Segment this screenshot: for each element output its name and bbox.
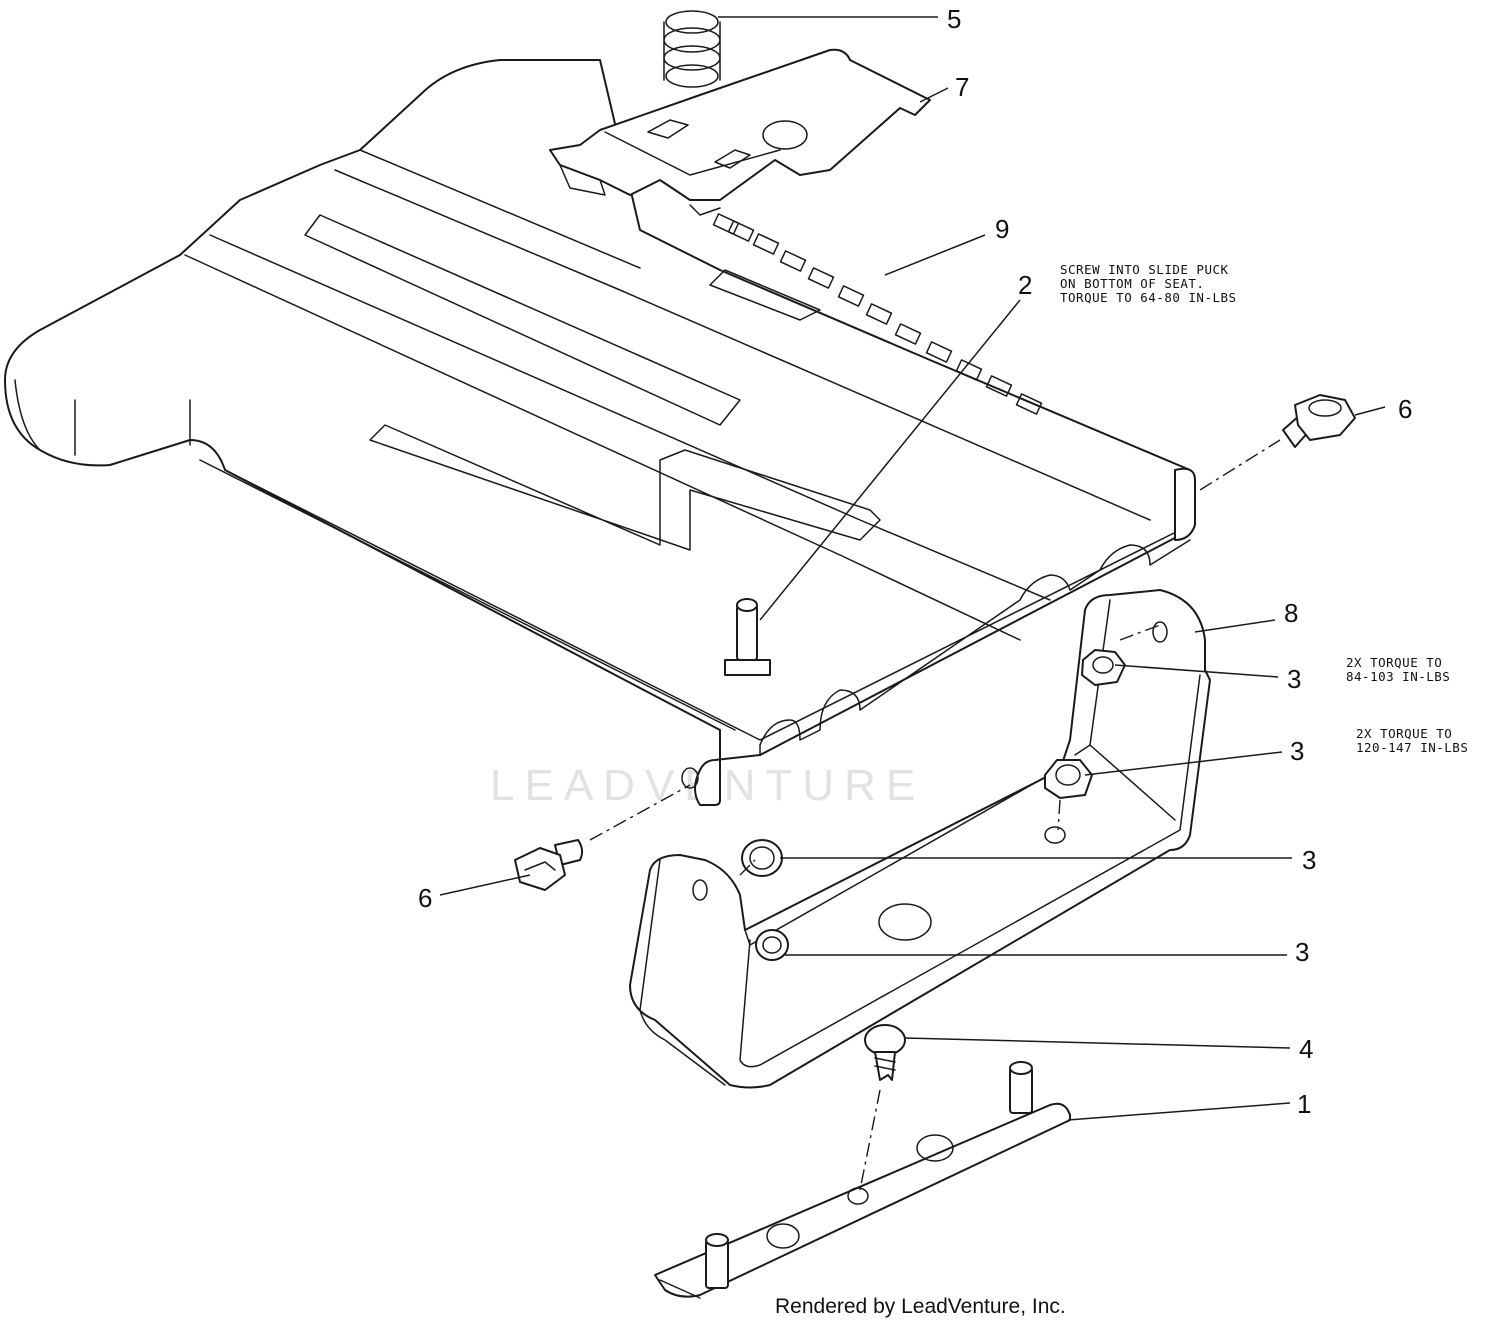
seat-pan-plate — [4, 59, 1196, 806]
svg-text:SCREW INTO SLIDE PUCK: SCREW INTO SLIDE PUCK — [1060, 262, 1229, 277]
callout-2: 2 — [1018, 270, 1032, 300]
slide-latch — [549, 48, 931, 216]
svg-text:84-103 IN-LBS: 84-103 IN-LBS — [1346, 669, 1450, 684]
note-screw-torque: SCREW INTO SLIDE PUCK ON BOTTOM OF SEAT.… — [1060, 262, 1237, 305]
svg-text:ON BOTTOM OF SEAT.: ON BOTTOM OF SEAT. — [1060, 276, 1204, 291]
shoulder-bolt-left — [514, 839, 584, 891]
svg-text:2X TORQUE TO: 2X TORQUE TO — [1356, 726, 1452, 741]
callout-8: 8 — [1284, 598, 1298, 628]
shoulder-bolt-right — [1282, 394, 1356, 448]
adjustment-slots — [712, 213, 1043, 415]
footer-credit: Rendered by LeadVenture, Inc. — [775, 1295, 1066, 1318]
callout-1: 1 — [1297, 1089, 1311, 1119]
callout-7: 7 — [955, 72, 969, 102]
callout-6-left: 6 — [418, 883, 432, 913]
note-torque-120-147: 2X TORQUE TO 120-147 IN-LBS — [1356, 726, 1468, 755]
callout-9: 9 — [995, 214, 1009, 244]
seat-bracket — [629, 589, 1211, 1089]
leader-lines — [439, 16, 1386, 1121]
slide-puck-plate — [654, 1061, 1071, 1299]
callout-3-upper: 3 — [1287, 664, 1301, 694]
bushing — [741, 839, 783, 877]
callout-6-right: 6 — [1398, 394, 1412, 424]
slide-puck-stud — [724, 598, 771, 676]
svg-text:TORQUE TO 64-80 IN-LBS: TORQUE TO 64-80 IN-LBS — [1060, 290, 1237, 305]
svg-text:120-147 IN-LBS: 120-147 IN-LBS — [1356, 740, 1468, 755]
nut-lower-left — [755, 929, 789, 961]
note-torque-84-103: 2X TORQUE TO 84-103 IN-LBS — [1346, 655, 1450, 684]
centerlines — [589, 439, 1281, 1191]
spring — [663, 10, 721, 88]
callout-5: 5 — [947, 4, 961, 34]
screw — [864, 1024, 906, 1081]
callout-4: 4 — [1299, 1034, 1313, 1064]
nut-upper-right — [1081, 649, 1126, 686]
nut-mid-right — [1044, 759, 1093, 799]
callout-3-mid: 3 — [1290, 736, 1304, 766]
svg-text:2X TORQUE TO: 2X TORQUE TO — [1346, 655, 1442, 670]
callout-3-lower: 3 — [1295, 937, 1309, 967]
callout-3-bushing: 3 — [1302, 845, 1316, 875]
